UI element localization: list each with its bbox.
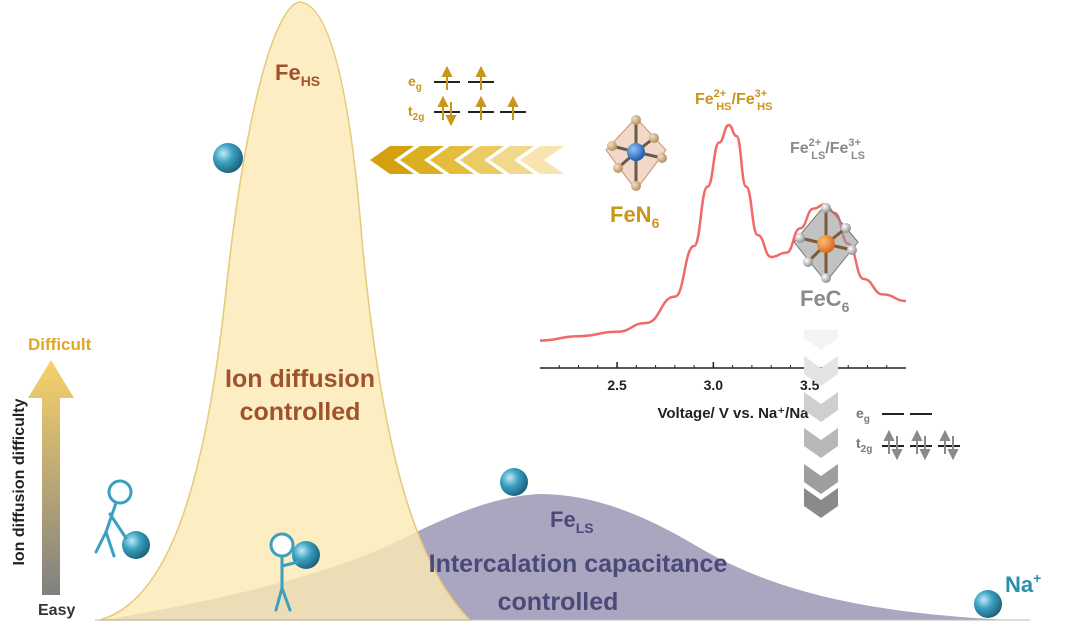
eg-label-hs: eg <box>408 73 422 93</box>
chevron-down-arrow <box>804 330 838 518</box>
fec6-label: FeC6 <box>800 286 850 315</box>
ls-peak-label: Fe2+LS/Fe3+LS <box>790 137 865 162</box>
easy-label: Easy <box>38 602 75 619</box>
ion-diffusion-line1: Ion diffusion <box>225 365 375 393</box>
orbital-diagram-hs: eg t2g <box>408 65 526 127</box>
fen6-label: FeN6 <box>610 202 660 231</box>
difficulty-axis-title: Ion diffusion difficulty <box>11 398 28 565</box>
na-ion-ball-figure1 <box>122 531 150 559</box>
intercalation-line1: Intercalation capacitance <box>429 550 728 578</box>
cv-tick-label-1: 3.0 <box>704 377 724 393</box>
cv-tick-label-0: 2.5 <box>607 377 627 393</box>
difficulty-arrow <box>28 360 74 595</box>
orbital-diagram-ls: eg t2g <box>856 405 960 461</box>
fe-hs-label: FeHS <box>275 60 320 89</box>
difficult-label: Difficult <box>28 335 92 354</box>
na-ion-ball-ls <box>500 468 528 496</box>
t2g-label-hs: t2g <box>408 103 424 123</box>
na-ion-label: Na+ <box>1005 570 1041 597</box>
hs-peak-label: Fe2+HS/Fe3+HS <box>695 88 772 113</box>
cv-x-axis-label: Voltage/ V vs. Na⁺/Na <box>657 405 809 422</box>
fec6-molecule-icon <box>793 203 859 283</box>
eg-label-ls: eg <box>856 405 870 425</box>
na-ion-ball-right <box>974 590 1002 618</box>
person-carrying-icon <box>269 532 300 612</box>
intercalation-line2: controlled <box>498 588 619 616</box>
na-ion-ball-hs <box>213 143 243 173</box>
fe-ls-label: FeLS <box>550 507 594 536</box>
fen6-molecule-icon <box>605 115 667 191</box>
na-ion-ball-figure2 <box>292 541 320 569</box>
chevron-left-arrow <box>370 146 564 174</box>
hs-distribution <box>99 1 472 621</box>
person-pushing-icon <box>94 479 133 558</box>
t2g-label-ls: t2g <box>856 435 872 455</box>
ion-diffusion-line2: controlled <box>240 398 361 426</box>
